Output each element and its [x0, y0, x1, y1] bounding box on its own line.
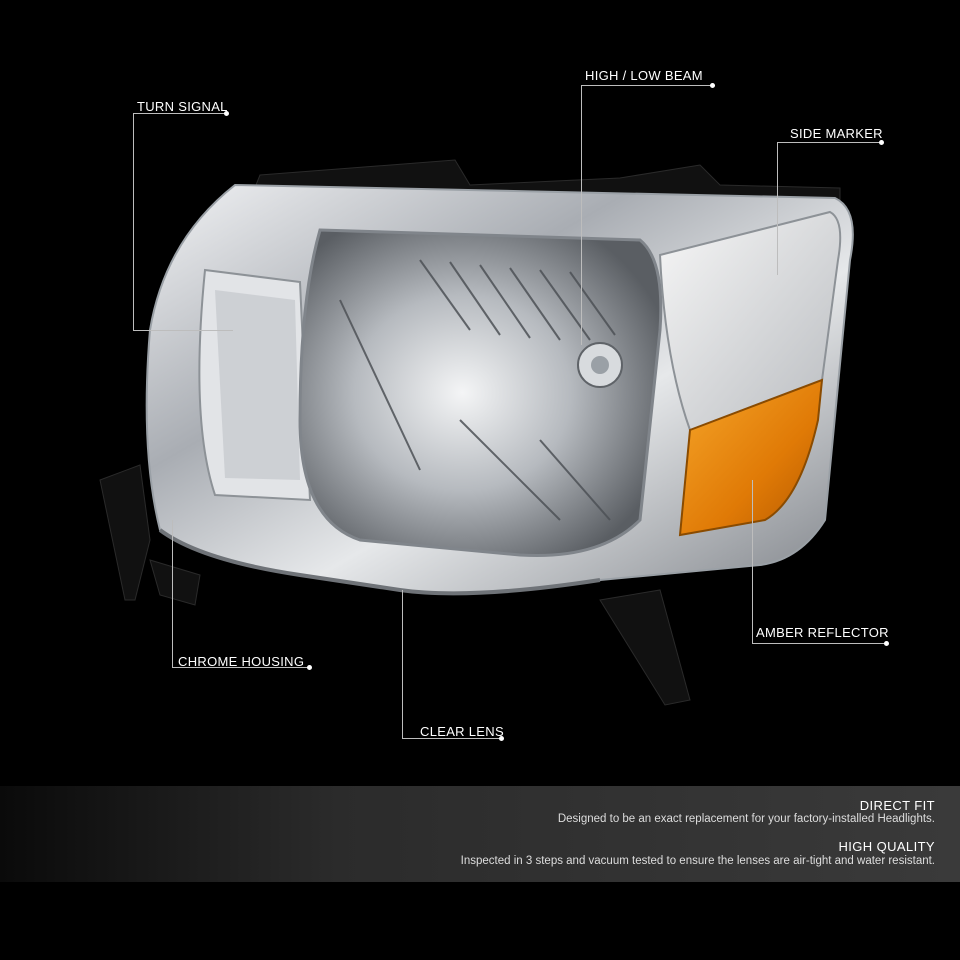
turn-signal-leader — [133, 113, 134, 331]
feature-description: Inspected in 3 steps and vacuum tested t… — [460, 855, 935, 867]
amber-reflector-label: AMBER REFLECTOR — [756, 625, 889, 640]
feature-title: HIGH QUALITY — [838, 839, 935, 854]
side-marker-leader — [777, 142, 778, 275]
feature-description: Designed to be an exact replacement for … — [557, 813, 935, 825]
turn-signal-dot — [224, 111, 229, 116]
clear-lens-leader — [402, 590, 403, 738]
side-marker-label: SIDE MARKER — [790, 126, 883, 141]
clear-lens-label: CLEAR LENS — [420, 724, 504, 739]
amber-reflector-leader — [752, 480, 753, 643]
high-low-beam-leader — [581, 85, 582, 345]
chrome-housing-dot — [307, 665, 312, 670]
high-low-beam-label: HIGH / LOW BEAM — [585, 68, 703, 83]
chrome-housing-leader — [172, 520, 173, 667]
amber-reflector-dot — [884, 641, 889, 646]
clear-lens-dot — [499, 736, 504, 741]
feature-title: DIRECT FIT — [859, 798, 935, 813]
chrome-housing-label: CHROME HOUSING — [178, 654, 305, 669]
side-marker-dot — [879, 140, 884, 145]
turn-signal-label: TURN SIGNAL — [137, 99, 228, 114]
high-low-beam-dot — [710, 83, 715, 88]
main-reflector — [298, 228, 663, 558]
amber-reflector-lens — [678, 378, 824, 537]
side-marker — [658, 210, 842, 432]
feature-banner: DIRECT FIT Designed to be an exact repla… — [0, 786, 960, 882]
